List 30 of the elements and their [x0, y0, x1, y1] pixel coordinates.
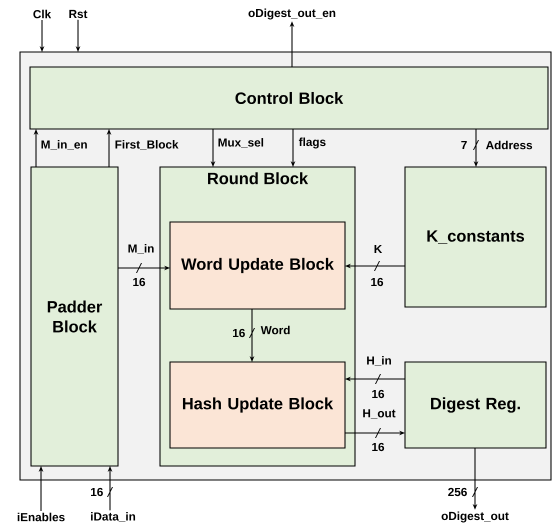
- block-box: Word Update Block: [169, 221, 346, 310]
- block-box: Hash Update Block: [169, 361, 346, 449]
- edge-label: M_in: [128, 244, 154, 254]
- edge-label: Address: [486, 140, 532, 150]
- signal-label: iEnables: [18, 512, 65, 522]
- edge-label: H_out: [363, 409, 396, 419]
- bus-width: 16: [372, 428, 384, 452]
- signal-label: Rst: [69, 10, 88, 18]
- signal-label: iData_in: [91, 512, 136, 522]
- block-box: Control Block: [29, 66, 549, 130]
- block-box: K_constants: [404, 166, 547, 308]
- edge-label: M_in_en: [42, 140, 87, 150]
- edge-label: First_Block: [116, 140, 178, 150]
- signal-label: oDigest_out_en: [248, 8, 336, 20]
- bus-width: 16: [372, 374, 384, 398]
- signal-label: oDigest_out: [442, 512, 509, 522]
- edge-label: K: [374, 244, 382, 254]
- bus-width: 16: [91, 487, 113, 497]
- block-box: Digest Reg.: [404, 361, 547, 449]
- block-box: Padder Block: [30, 166, 119, 467]
- bus-width: 16: [133, 263, 146, 286]
- edge-label: Mux_sel: [218, 138, 264, 148]
- bus-width: 16: [233, 328, 255, 338]
- edge-label: Word: [260, 326, 290, 334]
- edge-label: H_in: [367, 356, 391, 366]
- edge-label: flags: [298, 138, 326, 148]
- bus-width: 256: [448, 487, 478, 497]
- bus-width: 7: [461, 140, 479, 150]
- signal-label: Clk: [33, 10, 52, 18]
- bus-width: 16: [371, 261, 384, 286]
